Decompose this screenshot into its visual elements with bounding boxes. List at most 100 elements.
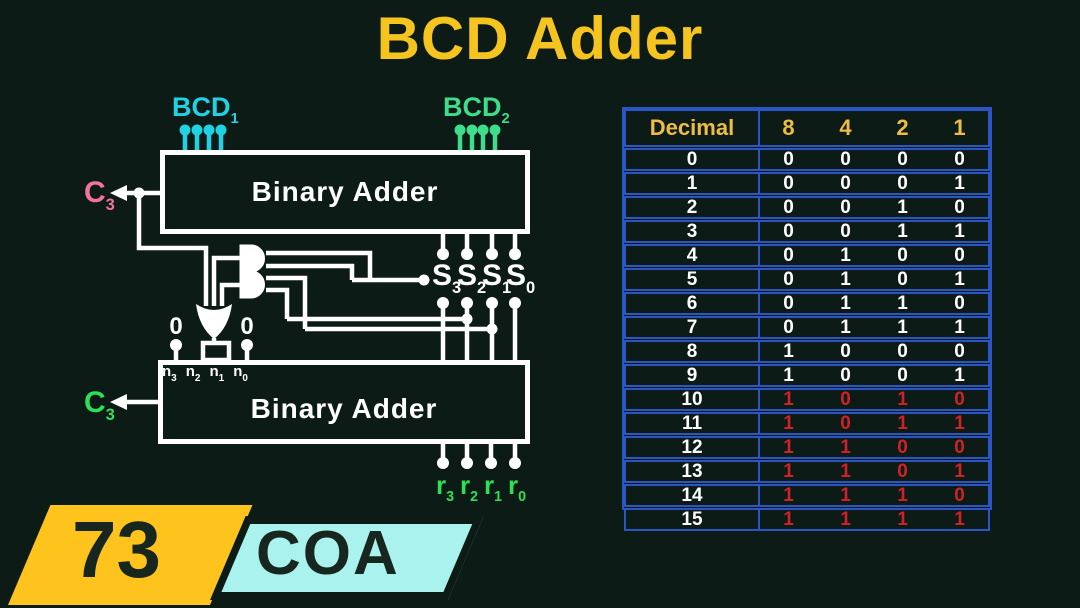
and-gate-1-icon [239, 244, 265, 273]
bit-cell: 1 [783, 437, 794, 458]
n-input-labels: n3 n2 n1 n0 [162, 363, 248, 384]
sum-label-s1: S1 [482, 259, 512, 298]
decimal-cell: 13 [626, 462, 760, 481]
result-label-r0: r0 [508, 470, 527, 506]
bit-cell: 0 [954, 437, 965, 458]
bcd1-label: BCD1 [172, 92, 239, 128]
bit-cell: 0 [897, 245, 908, 266]
table-row: 8 1 0 0 0 [624, 340, 990, 363]
page-title: BCD Adder [376, 5, 704, 72]
decimal-cell: 6 [626, 294, 760, 313]
bit-cell: 0 [783, 317, 794, 338]
bit-cell: 0 [897, 269, 908, 290]
bit-cell: 0 [954, 293, 965, 314]
binary-adder-2-label: Binary Adder [250, 393, 438, 424]
bit-cell: 1 [840, 509, 851, 530]
or-gate-icon [196, 304, 232, 339]
table-header-row: Decimal 8 4 2 1 [624, 109, 990, 147]
bit-cell: 1 [783, 365, 794, 386]
binary-adder-1-label: Binary Adder [251, 176, 439, 207]
decimal-cell: 15 [626, 510, 760, 529]
bit-cell: 1 [954, 269, 965, 290]
bit-cell: 1 [897, 485, 908, 506]
decimal-cell: 0 [626, 150, 760, 169]
bit-cell: 1 [897, 317, 908, 338]
bit-cell: 1 [954, 221, 965, 242]
bit-cell: 0 [840, 221, 851, 242]
decimal-cell: 1 [626, 174, 760, 193]
bit-cell: 1 [897, 293, 908, 314]
bit-cell: 1 [840, 293, 851, 314]
decimal-cell: 5 [626, 270, 760, 289]
bit-cell: 1 [954, 317, 965, 338]
bit-cell: 0 [897, 461, 908, 482]
junction-dots [133, 187, 521, 469]
bit-cell: 0 [783, 149, 794, 170]
decimal-cell: 4 [626, 246, 760, 265]
circuit-wires [120, 190, 518, 461]
bit-header-4: 4 [839, 115, 852, 140]
carry2-arrowhead-icon [110, 394, 127, 410]
bit-cell: 1 [954, 365, 965, 386]
bit-cell: 0 [840, 341, 851, 362]
carry-out-2-label: C3 [84, 386, 115, 425]
bit-cell: 1 [954, 173, 965, 194]
bit-cell: 1 [897, 413, 908, 434]
table-row: 6 0 1 1 0 [624, 292, 990, 315]
bit-cell: 0 [897, 341, 908, 362]
bcd2-wires [457, 131, 498, 150]
bit-cell: 0 [954, 485, 965, 506]
bit-cell: 0 [897, 149, 908, 170]
carry1-arrowhead-icon [110, 185, 127, 201]
bit-cell: 0 [783, 197, 794, 218]
bit-cell: 1 [783, 461, 794, 482]
decimal-cell: 2 [626, 198, 760, 217]
bit-cell: 1 [840, 461, 851, 482]
bit-cell: 0 [954, 341, 965, 362]
bit-cell: 0 [897, 437, 908, 458]
bit-header-8: 8 [782, 115, 795, 140]
bit-cell: 0 [783, 221, 794, 242]
sum-label-s2: S2 [457, 259, 487, 298]
bit-cell: 0 [783, 173, 794, 194]
decimal-cell: 8 [626, 342, 760, 361]
binary-adder-1: Binary Adder [160, 150, 530, 234]
bit-cell: 0 [954, 245, 965, 266]
series-name: COA [256, 519, 400, 588]
bit-cell: 1 [783, 389, 794, 410]
bit-cell: 0 [840, 149, 851, 170]
bit-cell: 0 [840, 365, 851, 386]
bit-cell: 1 [954, 509, 965, 530]
bcd2-dots [454, 124, 501, 136]
bit-cell: 1 [783, 341, 794, 362]
decimal-cell: 7 [626, 318, 760, 337]
bit-cell: 1 [954, 413, 965, 434]
bit-cell: 0 [840, 389, 851, 410]
decimal-cell: 3 [626, 222, 760, 241]
decimal-cell: 11 [626, 414, 760, 433]
bit-cell: 1 [897, 509, 908, 530]
bit-cell: 1 [840, 317, 851, 338]
bit-cell: 1 [840, 437, 851, 458]
bcd1-dots [179, 124, 227, 136]
bit-cell: 1 [897, 197, 908, 218]
result-label-r3: r3 [436, 470, 455, 506]
bit-cell: 1 [783, 509, 794, 530]
bit-cell: 1 [840, 245, 851, 266]
bit-cell: 0 [783, 293, 794, 314]
table-row: 7 0 1 1 1 [624, 316, 990, 339]
bit-cell: 0 [783, 269, 794, 290]
result-label-r1: r1 [484, 470, 503, 506]
